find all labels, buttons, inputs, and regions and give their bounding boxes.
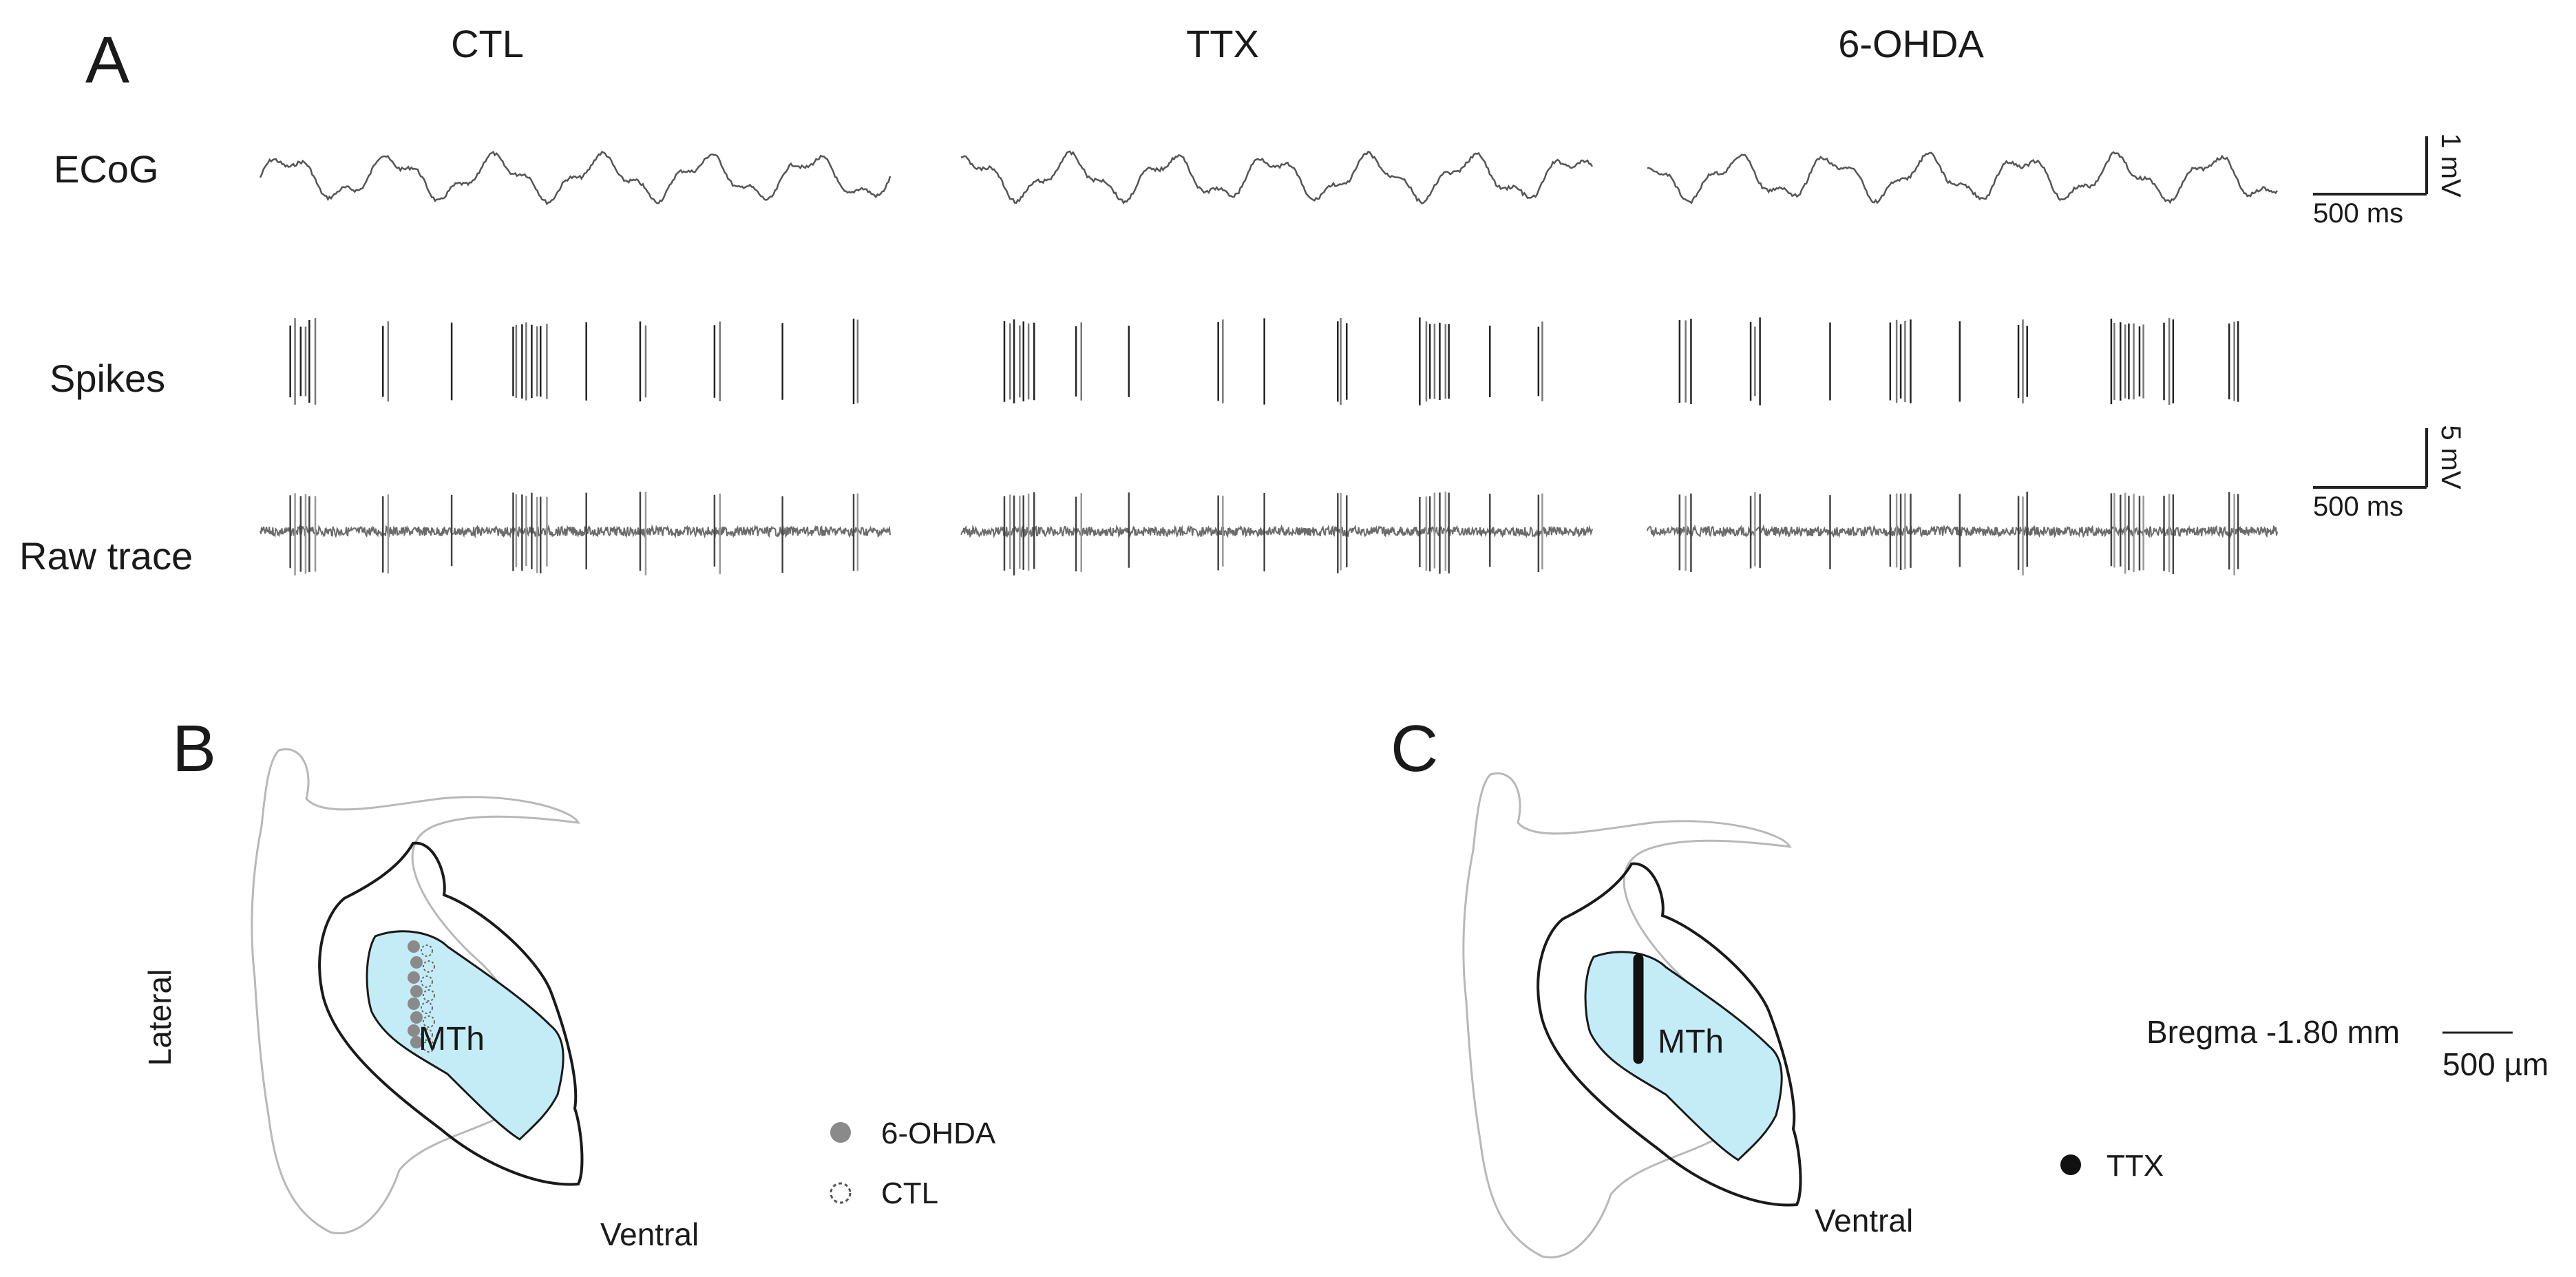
raw-trace-ttx: [960, 524, 1593, 539]
legend-6ohda-label: 6-OHDA: [881, 1117, 996, 1150]
panel-a-letter: A: [85, 23, 130, 97]
panel-b-brain-section: [251, 748, 584, 1234]
panel-b-recording-sites: [408, 940, 435, 1053]
spike-scale-amplitude-label: 5 mV: [2436, 425, 2466, 489]
legend-ttx-label: TTX: [2107, 1149, 2164, 1183]
panel-c-inner-outline: [1537, 862, 1802, 1207]
row-label-raw-trace: Raw trace: [19, 534, 193, 578]
spike-raster-ohda: [1678, 317, 2239, 405]
micron-scale-label: 500 µm: [2442, 1046, 2549, 1082]
row-label-spikes: Spikes: [50, 357, 166, 400]
spike-scale-time-label: 500 ms: [2313, 492, 2404, 522]
legend-ttx-marker: [2060, 1154, 2081, 1175]
panel-b-ventral-label: Ventral: [600, 1216, 699, 1252]
spike-scale-bar: [2313, 428, 2428, 489]
panel-b-letter: B: [172, 712, 217, 785]
ecog-scale-time-label: 500 ms: [2313, 198, 2404, 229]
ecog-scale-bar: [2313, 136, 2428, 196]
bregma-label: Bregma -1.80 mm: [2146, 1014, 2400, 1050]
condition-ctl-label: CTL: [451, 22, 524, 65]
panel-c-mth-label: MTh: [1658, 1024, 1724, 1060]
legend-ctl-marker: [830, 1182, 852, 1204]
panel-c-letter: C: [1391, 712, 1439, 785]
ecog-trace-ohda: [1647, 151, 2279, 204]
panel-b-inner-outline: [318, 841, 584, 1186]
raw-trace-spikes-ctl: [289, 492, 859, 576]
raw-trace-spikes-ohda: [1678, 492, 2239, 576]
legend-6ohda-marker: [830, 1122, 851, 1143]
raw-trace-spikes-ttx: [1003, 492, 1543, 576]
ecog-trace-ttx: [960, 150, 1594, 205]
ecog-trace-ctl: [259, 150, 891, 206]
panel-a-traces: [259, 150, 2279, 576]
raw-trace-ohda: [1647, 524, 2278, 539]
row-label-ecog: ECoG: [54, 147, 159, 191]
raw-trace-ctl: [260, 524, 891, 539]
ecog-scale-amplitude-label: 1 mV: [2436, 133, 2466, 198]
spike-raster-ctl: [289, 318, 859, 405]
panel-c-ventral-label: Ventral: [1815, 1203, 1914, 1238]
condition-ttx-label: TTX: [1186, 22, 1259, 65]
spike-raster-ttx: [1003, 317, 1543, 405]
condition-6ohda-label: 6-OHDA: [1838, 22, 1984, 65]
legend-ctl-label: CTL: [881, 1176, 939, 1210]
panel-b-mth-region: [366, 930, 564, 1141]
panel-b-lateral-label: Lateral: [142, 969, 178, 1066]
panel-b-mth-label: MTh: [419, 1021, 485, 1057]
panel-c-brain-section: [1462, 772, 1802, 1258]
